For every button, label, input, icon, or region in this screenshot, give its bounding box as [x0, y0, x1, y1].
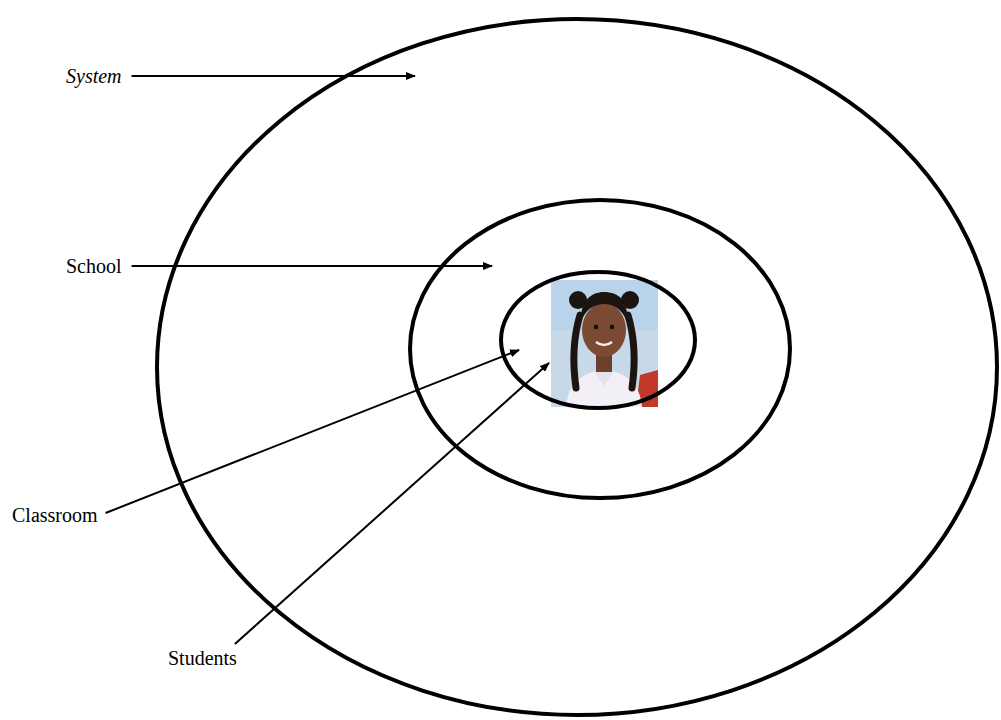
level-label: School — [66, 254, 122, 278]
level-label: System — [66, 64, 122, 88]
leader-arrow — [235, 363, 549, 644]
context-ellipse: SchoolClassroom — [408, 198, 792, 500]
context-ellipse: Classroom — [499, 270, 697, 410]
context-ellipse: SystemSchoolClassroom — [155, 17, 999, 717]
level-label: Classroom — [12, 503, 98, 527]
ellipse-outline — [155, 17, 999, 717]
leader-arrow — [132, 265, 492, 267]
leader-arrow — [106, 350, 519, 513]
leader-arrow — [132, 75, 415, 77]
callout-label: Students — [168, 646, 237, 670]
ellipse-outline — [499, 270, 697, 410]
ellipse-outline — [408, 198, 792, 500]
